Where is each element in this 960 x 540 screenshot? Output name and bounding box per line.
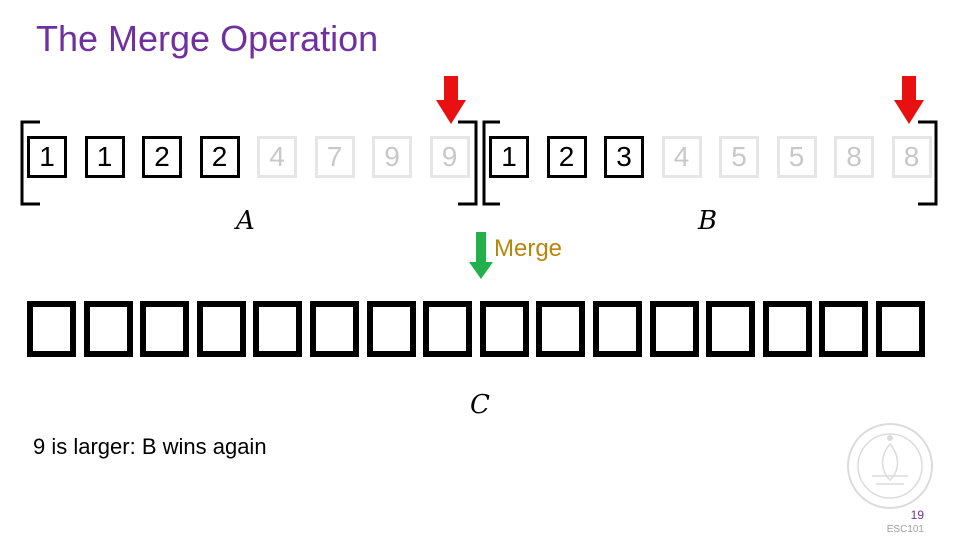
course-code: ESC101 xyxy=(886,524,924,535)
array-c-empty-cell xyxy=(253,301,303,357)
institute-emblem-logo xyxy=(847,423,933,509)
array-c-empty-cell xyxy=(366,301,416,357)
array-b-cell: 5 xyxy=(719,136,759,178)
array-a-cell: 7 xyxy=(314,136,355,178)
array-c-empty-cell xyxy=(762,301,812,357)
array-c-empty-cell xyxy=(83,301,133,357)
array-c-empty-cell xyxy=(479,301,529,357)
status-message: 9 is larger: B wins again xyxy=(33,434,267,459)
array-a-cell: 9 xyxy=(429,136,470,178)
array-c-empty-cell xyxy=(310,301,359,357)
array-c-empty-cell xyxy=(140,301,190,357)
pointer-arrow-a-icon xyxy=(436,76,466,124)
array-a-cell: 1 xyxy=(84,136,125,178)
array-b-cell: 8 xyxy=(891,136,932,178)
array-c-empty-cell xyxy=(706,301,756,357)
array-b-cell: 4 xyxy=(661,136,702,178)
array-a-cell: 9 xyxy=(372,136,412,178)
slide-title: The Merge Operation xyxy=(36,18,379,59)
array-b-label: B xyxy=(698,206,718,236)
page-number: 19 xyxy=(910,508,924,522)
array-c-empty-cell xyxy=(196,301,246,357)
array-b-right-bracket xyxy=(918,120,938,206)
array-a-left-bracket xyxy=(20,120,40,206)
merge-arrow-icon xyxy=(469,232,493,279)
array-a-cell: 2 xyxy=(199,136,240,178)
array-c-cells xyxy=(0,301,960,361)
array-a-right-bracket xyxy=(458,120,478,206)
array-c-empty-cell xyxy=(423,301,473,357)
pointer-arrow-b-icon xyxy=(894,76,924,124)
array-c-empty-cell xyxy=(27,301,76,357)
array-a-label: A xyxy=(236,206,255,236)
array-b-cell: 5 xyxy=(776,136,817,178)
array-a-cell: 4 xyxy=(257,136,297,178)
array-a-cell: 1 xyxy=(27,136,67,178)
array-c-label: C xyxy=(470,390,490,420)
array-c-empty-cell xyxy=(649,301,699,357)
array-c-empty-cell xyxy=(593,301,642,357)
merge-label: Merge xyxy=(494,235,563,262)
array-b-cell: 2 xyxy=(546,136,587,178)
array-b-cell: 1 xyxy=(489,136,529,178)
array-a-cell: 2 xyxy=(142,136,182,178)
array-c-empty-cell xyxy=(876,301,925,357)
array-b-cell: 3 xyxy=(604,136,644,178)
array-c-empty-cell xyxy=(819,301,869,357)
array-b-cell: 8 xyxy=(834,136,874,178)
array-c-empty-cell xyxy=(536,301,586,357)
array-b-left-bracket xyxy=(482,120,500,206)
